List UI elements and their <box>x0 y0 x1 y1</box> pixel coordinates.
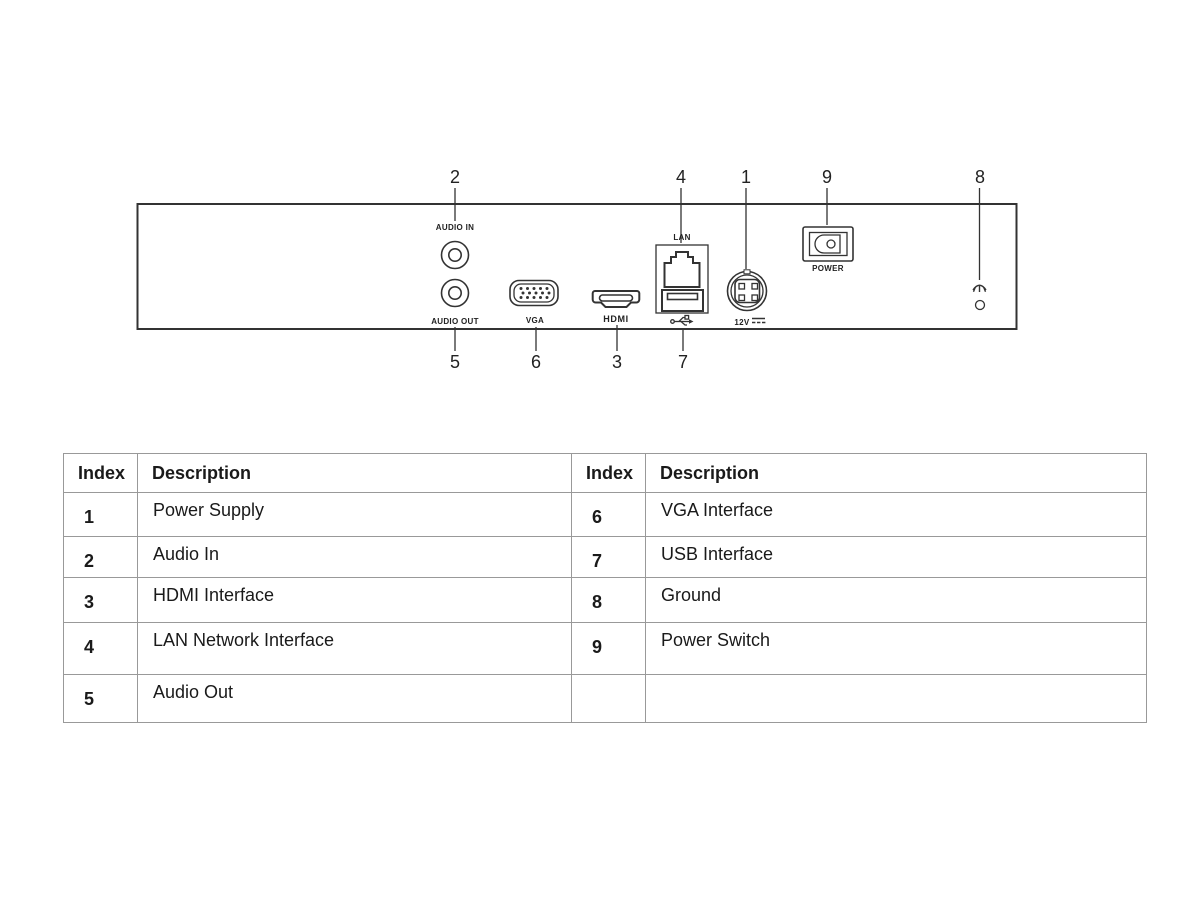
interface-index-table: Index Description Index Description 1 Po… <box>63 453 1147 723</box>
callout-6: 6 <box>531 352 541 372</box>
power-switch-label: POWER <box>812 264 844 273</box>
desc-cell: Power Supply <box>137 492 572 537</box>
vga-label: VGA <box>526 316 544 325</box>
audio-out-label: AUDIO OUT <box>431 317 479 326</box>
lan-usb-block: LAN <box>655 233 709 326</box>
desc-cell: Audio In <box>137 536 572 578</box>
lan-label: LAN <box>673 233 690 242</box>
usb-icon <box>670 314 694 326</box>
callout-3: 3 <box>612 352 622 372</box>
callout-1: 1 <box>741 167 751 187</box>
index-cell: 5 <box>63 674 138 723</box>
header-index-left: Index <box>63 453 138 493</box>
hdmi-label: HDMI <box>603 314 628 324</box>
ground-icon <box>972 284 987 293</box>
callout-8: 8 <box>975 167 985 187</box>
desc-cell <box>645 674 1147 723</box>
index-cell: 3 <box>63 577 138 623</box>
hdmi-connector: HDMI <box>591 290 641 324</box>
callout-4: 4 <box>676 167 686 187</box>
index-cell: 6 <box>571 492 646 537</box>
power-12v-connector: 12V <box>726 269 768 327</box>
bottom-callouts: 5 6 3 7 <box>450 325 688 372</box>
table-row: 2 Audio In 7 USB Interface <box>63 536 1147 578</box>
index-cell <box>571 674 646 723</box>
index-cell: 8 <box>571 577 646 623</box>
table-row: 3 HDMI Interface 8 Ground <box>63 577 1147 623</box>
power-switch: POWER <box>802 226 854 273</box>
rj45-jack <box>663 251 701 288</box>
callout-2: 2 <box>450 167 460 187</box>
audio-in-label: AUDIO IN <box>436 223 474 232</box>
header-index-right: Index <box>571 453 646 493</box>
header-desc-right: Description <box>645 453 1147 493</box>
power-12v-pins <box>738 282 759 302</box>
table-row: 5 Audio Out <box>63 674 1147 723</box>
desc-cell: Power Switch <box>645 622 1147 675</box>
audio-out-jack: AUDIO OUT <box>431 278 479 326</box>
rear-panel-outline <box>136 203 1018 330</box>
desc-cell: VGA Interface <box>645 492 1147 537</box>
ground-terminal <box>972 284 987 311</box>
index-cell: 9 <box>571 622 646 675</box>
desc-cell: HDMI Interface <box>137 577 572 623</box>
usb-port <box>661 289 704 312</box>
callout-9: 9 <box>822 167 832 187</box>
callout-5: 5 <box>450 352 460 372</box>
callout-7: 7 <box>678 352 688 372</box>
desc-cell: LAN Network Interface <box>137 622 572 675</box>
index-cell: 2 <box>63 536 138 578</box>
bottom-callout-lines <box>454 325 684 351</box>
vga-pins <box>519 287 551 299</box>
dc-symbol-icon <box>752 317 766 324</box>
ground-screw-hole <box>974 299 986 311</box>
table-row: 4 LAN Network Interface 9 Power Switch <box>63 622 1147 675</box>
top-callout-lines <box>454 188 981 280</box>
desc-cell: USB Interface <box>645 536 1147 578</box>
header-desc-left: Description <box>137 453 572 493</box>
top-callouts: 2 4 1 9 8 <box>450 167 985 280</box>
table-row: 1 Power Supply 6 VGA Interface <box>63 492 1147 537</box>
desc-cell: Ground <box>645 577 1147 623</box>
table-header-row: Index Description Index Description <box>63 453 1147 493</box>
power-12v-label: 12V <box>734 318 749 327</box>
desc-cell: Audio Out <box>137 674 572 723</box>
rear-panel-diagram: 2 4 1 9 8 5 6 3 7 AUDIO IN AUDIO OUT <box>136 167 1018 372</box>
vga-connector: VGA <box>509 279 559 325</box>
index-cell: 4 <box>63 622 138 675</box>
index-cell: 7 <box>571 536 646 578</box>
power-switch-rocker <box>814 234 841 254</box>
index-cell: 1 <box>63 492 138 537</box>
audio-in-jack: AUDIO IN <box>436 223 474 270</box>
